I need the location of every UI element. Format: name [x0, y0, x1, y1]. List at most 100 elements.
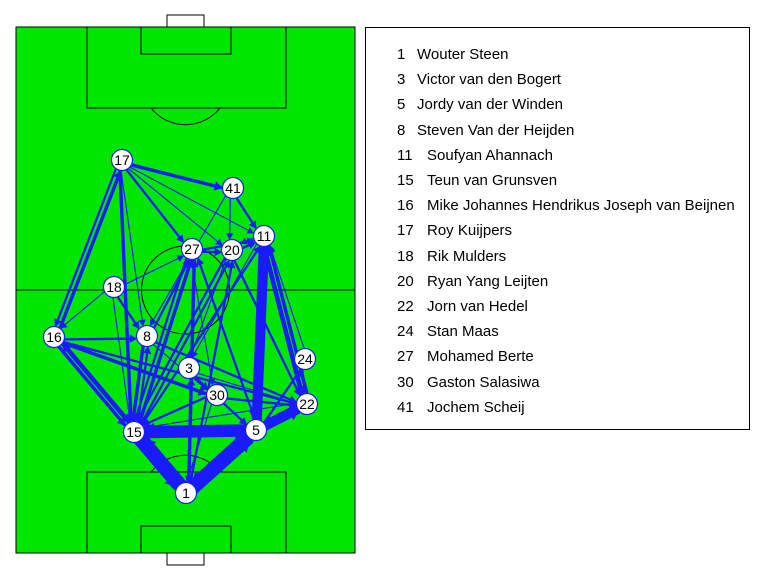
pass-arrowhead-20-to-15	[136, 413, 144, 423]
player-node-number: 16	[46, 329, 62, 345]
player-node-number: 22	[299, 396, 315, 412]
player-node-number: 41	[225, 180, 241, 196]
player-node-circle	[205, 383, 229, 407]
pass-arrowhead-20-to-3	[189, 350, 196, 358]
legend-player-name: Jorn van Hedel	[427, 298, 528, 315]
player-node-22: 22	[295, 392, 319, 416]
player-node-8: 8	[135, 324, 159, 348]
legend-player-name: Mohamed Berte	[427, 348, 534, 366]
pass-edge-20-to-15	[136, 247, 231, 422]
player-node-circle	[221, 176, 245, 200]
top-goal	[166, 14, 205, 28]
pass-edge-17-to-16	[54, 157, 121, 327]
pass-arrowhead-15-to-11	[253, 245, 261, 255]
player-node-number: 11	[257, 228, 272, 244]
player-node-27: 27	[180, 237, 204, 261]
pass-arrowhead-27-to-20	[214, 247, 222, 257]
pass-edge-1-to-15	[138, 434, 194, 497]
legend-number: 15	[397, 172, 414, 189]
legend-player-name: Roy Kuijpers	[427, 222, 513, 240]
pass-arrowhead-5-to-1	[191, 471, 206, 485]
player-node-11: 11	[252, 224, 276, 248]
pass-arrowhead-16-to-8	[129, 334, 138, 343]
pass-arrowhead-1-to-3	[186, 378, 196, 386]
legend-number: 18	[397, 247, 414, 265]
player-node-circle	[102, 275, 126, 299]
pass-arrowhead-11-to-20	[240, 237, 248, 245]
pass-arrowhead-15-to-8	[143, 346, 152, 355]
pass-arrowhead-16-to-30	[197, 386, 207, 396]
player-node-5: 5	[244, 418, 268, 442]
player-node-circle	[174, 481, 198, 505]
pass-arrowhead-30-to-1	[185, 475, 193, 483]
pass-arrowhead-17-to-41	[213, 181, 223, 191]
pass-edge-18-to-16	[61, 284, 113, 328]
legend-player-name: Ryan Yang Leijten	[427, 272, 549, 290]
pass-arrowhead-5-to-27	[196, 257, 205, 266]
player-node-41: 41	[221, 176, 245, 200]
legend-number: 22	[397, 298, 414, 315]
player-node-number: 18	[106, 279, 122, 295]
pass-edge-20-to-3	[190, 248, 231, 357]
pass-edge-8-to-30	[144, 337, 207, 390]
pass-edge-5-to-11	[255, 245, 269, 433]
legend-number: 24	[397, 323, 414, 341]
pass-edge-18-to-15	[110, 286, 131, 422]
pass-arrowhead-27-to-30	[208, 378, 216, 386]
pass-edge-30-to-1	[186, 393, 216, 482]
pass-edge-11-to-22	[259, 234, 304, 396]
pass-edge-17-to-15	[117, 158, 133, 422]
player-node-3: 3	[177, 356, 201, 380]
pass-edge-17-to-8	[118, 159, 144, 326]
player-node-circle	[122, 420, 146, 444]
pass-edge-16-to-30	[51, 337, 207, 396]
player-node-number: 8	[143, 328, 151, 344]
top-penalty-arc	[150, 107, 221, 126]
pass-edge-8-to-15	[131, 333, 147, 422]
legend-number: 30	[397, 373, 414, 391]
player-node-circle	[110, 148, 134, 172]
pass-edge-1-to-5	[182, 434, 254, 501]
legend-player-name: Stan Maas	[427, 323, 499, 341]
legend-player-name: Mike Johannes Hendrikus Joseph van Beijn…	[427, 197, 735, 215]
player-node-15: 15	[122, 420, 146, 444]
pass-edge-15-to-11	[134, 246, 261, 435]
legend-player-name: Rik Mulders	[427, 247, 507, 265]
pass-edge-27-to-15	[134, 247, 191, 421]
pass-arrowhead-18-to-15	[125, 415, 133, 423]
player-node-circle	[42, 325, 66, 349]
pass-arrowhead-18-to-16	[60, 321, 68, 329]
pitch-markings	[15, 14, 356, 566]
player-node-number: 3	[185, 360, 193, 376]
legend-number: 3	[397, 71, 406, 89]
legend-number: 5	[397, 96, 406, 114]
legend-player-name: Gaston Salasiwa	[427, 373, 540, 391]
player-node-number: 15	[126, 424, 142, 440]
pass-arrowhead-8-to-30	[200, 383, 208, 391]
legend-number: 1	[397, 46, 406, 63]
pass-arrowhead-20-to-22	[293, 387, 301, 397]
pass-arrowhead-16-to-1	[170, 479, 178, 487]
pass-edge-5-to-1	[188, 423, 259, 488]
pass-arrowhead-17-to-16	[54, 318, 62, 327]
legend-number: 16	[397, 197, 414, 215]
pass-arrowhead-41-to-8	[149, 318, 157, 327]
pass-arrowhead-17-to-27	[176, 234, 184, 243]
player-node-circle	[180, 237, 204, 261]
player-node-16: 16	[42, 325, 66, 349]
pass-edge-11-to-5	[251, 233, 264, 421]
player-node-1: 1	[174, 481, 198, 505]
legend-player-name: Teun van Grunsven	[427, 172, 558, 189]
player-node-circle	[177, 356, 201, 380]
player-node-circle	[135, 324, 159, 348]
legend-player-name: Wouter Steen	[417, 46, 509, 63]
pass-arrowhead-17-to-11	[246, 227, 255, 234]
pass-edge-16-to-17	[54, 170, 122, 340]
player-node-number: 17	[114, 152, 130, 168]
pass-edge-16-to-8	[52, 337, 137, 341]
pass-arrowhead-41-to-11	[248, 220, 257, 229]
pass-edge-3-to-22	[187, 369, 296, 404]
pass-arrowhead-41-to-20	[226, 233, 234, 240]
